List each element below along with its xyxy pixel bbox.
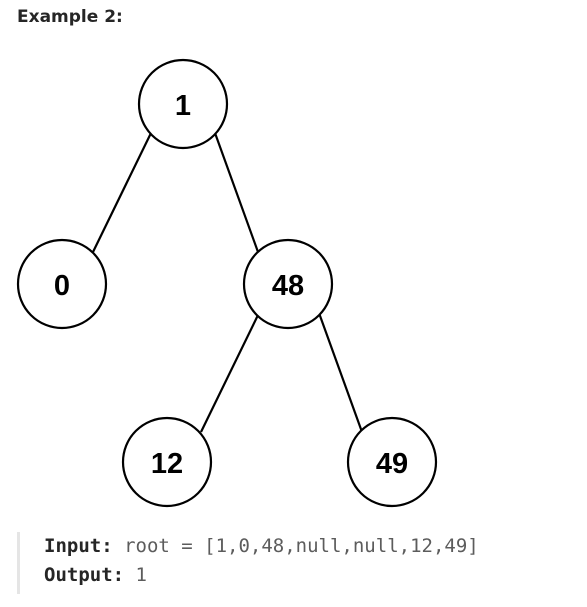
tree-edges — [92, 132, 364, 433]
tree-node-12-circle — [121, 416, 213, 508]
tree-node-1-label: 1 — [175, 90, 191, 122]
binary-tree-diagram: 1 0 48 12 49 — [16, 58, 438, 508]
tree-node-0-circle — [16, 238, 108, 330]
input-line: Input: root = [1,0,48,null,null,12,49] — [44, 532, 577, 561]
tree-node-1: 1 — [137, 58, 229, 150]
edge-48-to-12 — [200, 312, 260, 433]
input-value: root = [1,0,48,null,null,12,49] — [124, 535, 479, 557]
tree-node-49-circle — [346, 416, 438, 508]
output-line: Output: 1 — [44, 561, 577, 590]
tree-node-0: 0 — [16, 238, 108, 330]
edge-1-to-48 — [213, 132, 260, 253]
tree-node-12: 12 — [121, 416, 213, 508]
output-value: 1 — [135, 564, 147, 586]
example-io-block: Input: root = [1,0,48,null,null,12,49] O… — [17, 532, 577, 594]
input-label: Input: — [44, 535, 113, 557]
tree-node-49: 49 — [346, 416, 438, 508]
tree-node-12-label: 12 — [151, 448, 183, 480]
tree-node-48-label: 48 — [272, 270, 304, 302]
tree-node-0-label: 0 — [54, 270, 70, 302]
tree-node-48-circle — [242, 238, 334, 330]
tree-node-48: 48 — [242, 238, 334, 330]
example-heading: Example 2: — [17, 7, 123, 27]
edge-48-to-49 — [317, 312, 364, 433]
output-label: Output: — [44, 564, 125, 586]
tree-node-1-circle — [137, 58, 229, 150]
tree-node-49-label: 49 — [376, 448, 408, 480]
edge-1-to-0 — [92, 132, 152, 253]
